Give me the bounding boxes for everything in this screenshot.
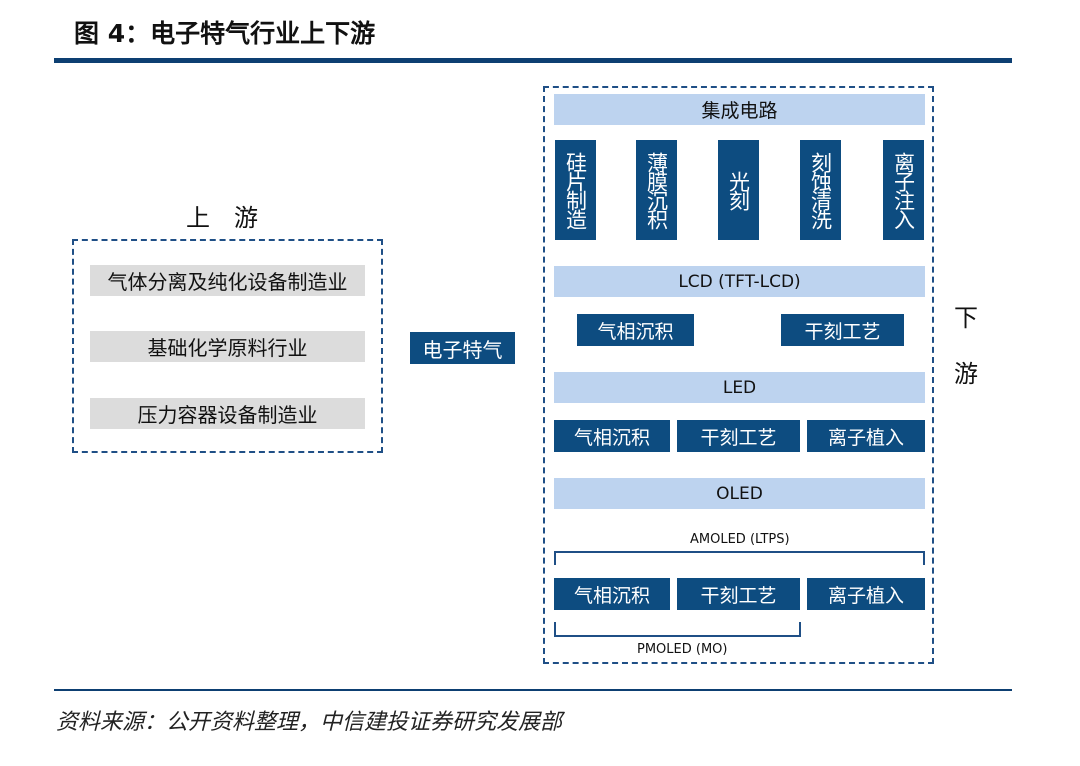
led-process: 干刻工艺: [677, 420, 800, 452]
figure-title: 图 4：电子特气行业上下游: [74, 19, 376, 48]
ic-process: 光刻: [718, 140, 759, 240]
amoled-label: AMOLED (LTPS): [690, 532, 790, 547]
upstream-item: 压力容器设备制造业: [90, 398, 365, 429]
oled-process: 气相沉积: [554, 578, 670, 610]
ic-process: 离子注入: [883, 140, 924, 240]
lcd-header: LCD (TFT-LCD): [554, 266, 925, 297]
pmoled-label: PMOLED (MO): [637, 642, 728, 657]
downstream-box: [543, 86, 934, 664]
source-note: 资料来源：公开资料整理，中信建投证券研究发展部: [56, 710, 563, 735]
oled-process: 干刻工艺: [677, 578, 800, 610]
downstream-label-top: 下: [954, 304, 978, 332]
pmoled-bracket: [554, 622, 801, 637]
upstream-label: 上 游: [186, 204, 258, 232]
ic-process: 薄膜沉积: [636, 140, 677, 240]
upstream-box: [72, 239, 383, 453]
led-process: 离子植入: [807, 420, 925, 452]
lcd-process: 干刻工艺: [781, 314, 904, 346]
led-process: 气相沉积: [554, 420, 670, 452]
lcd-process: 气相沉积: [577, 314, 694, 346]
amoled-bracket: [554, 551, 925, 565]
ic-header: 集成电路: [554, 94, 925, 125]
led-header: LED: [554, 372, 925, 403]
oled-process: 离子植入: [807, 578, 925, 610]
oled-header: OLED: [554, 478, 925, 509]
center-node: 电子特气: [410, 332, 515, 364]
upstream-item: 基础化学原料行业: [90, 331, 365, 362]
upstream-item: 气体分离及纯化设备制造业: [90, 265, 365, 296]
downstream-label-bottom: 游: [954, 360, 978, 388]
title-rule: [54, 58, 1012, 63]
ic-process: 硅片制造: [555, 140, 596, 240]
ic-process: 刻蚀清洗: [800, 140, 841, 240]
footer-rule: [54, 689, 1012, 691]
